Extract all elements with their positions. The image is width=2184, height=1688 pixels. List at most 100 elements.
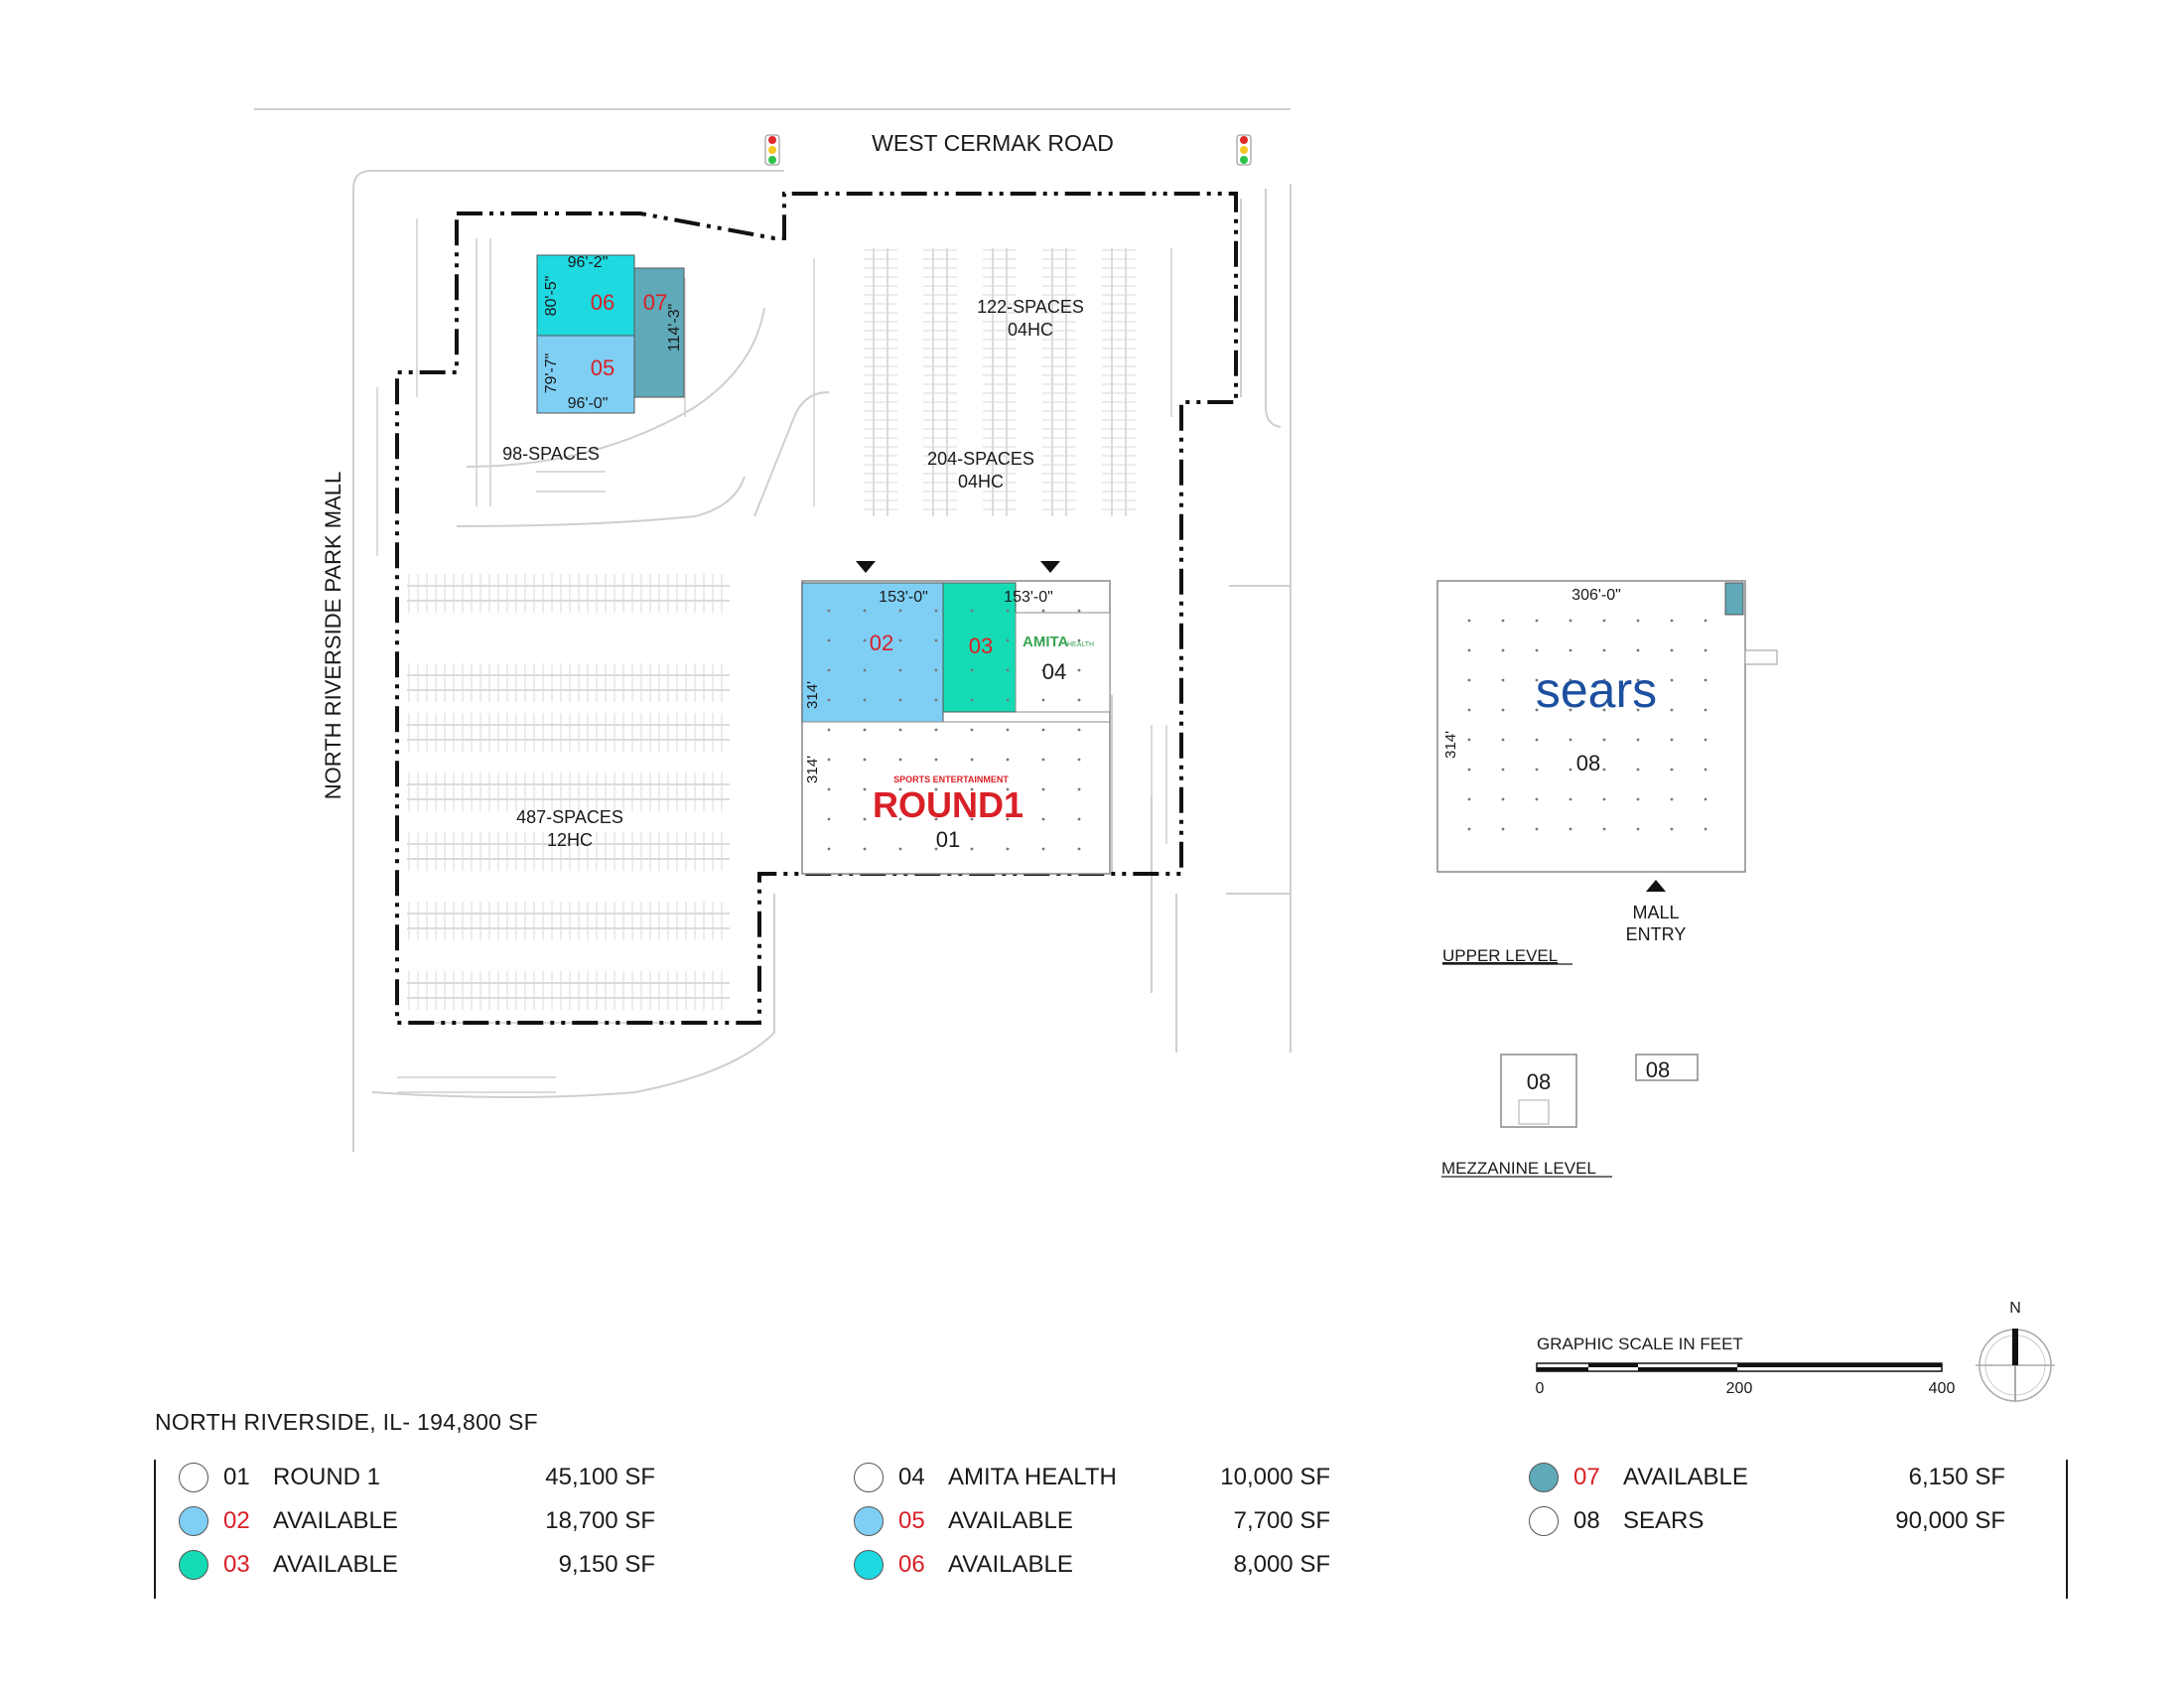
mall-label: NORTH RIVERSIDE PARK MALL	[321, 472, 345, 799]
legend-number: 06	[898, 1551, 925, 1578]
legend-number: 04	[898, 1464, 925, 1490]
dimension-label: 314'	[1442, 731, 1459, 759]
column-grid	[827, 609, 1081, 851]
legend-area: 45,100 SF	[545, 1464, 655, 1490]
scale-tick: 400	[1929, 1380, 1956, 1397]
mall-entry-label: MALL	[1632, 903, 1679, 922]
graphic-scale-bar	[1536, 1362, 1943, 1372]
sears-upper-level[interactable]	[1436, 580, 1746, 873]
legend-number: 03	[223, 1551, 250, 1578]
legend-swatch	[854, 1506, 884, 1536]
parking-label: 204-SPACES	[927, 449, 1034, 469]
unit-label: 08	[1576, 751, 1600, 775]
legend-swatch	[854, 1550, 884, 1580]
parking-label: 04HC	[1008, 320, 1053, 340]
legend-swatch	[1529, 1506, 1559, 1536]
scale-tick: 200	[1726, 1380, 1753, 1397]
dimension-label: 80'-5"	[543, 276, 560, 317]
legend-number: 01	[223, 1464, 250, 1490]
legend-name: ROUND 1	[273, 1464, 381, 1490]
legend-area: 8,000 SF	[1233, 1551, 1330, 1578]
parking-label: 122-SPACES	[977, 297, 1084, 317]
legend-name: AVAILABLE	[273, 1507, 398, 1534]
legend-swatch	[179, 1463, 208, 1492]
legend-number: 08	[1573, 1507, 1600, 1534]
unit-07[interactable]	[633, 267, 685, 398]
unit-label: 05	[591, 355, 614, 380]
parking-label: 98-SPACES	[502, 444, 600, 464]
entry-arrow-icon	[1040, 561, 1060, 573]
legend-swatch	[179, 1550, 208, 1580]
upper-level-label: UPPER LEVEL	[1442, 946, 1558, 965]
parking-stalls	[376, 218, 1172, 1093]
legend-name: SEARS	[1623, 1507, 1705, 1534]
legend-area: 7,700 SF	[1233, 1507, 1330, 1534]
dimension-label: 314'	[804, 756, 821, 783]
traffic-light-icon	[764, 134, 780, 166]
legend-area: 6,150 SF	[1908, 1464, 2005, 1490]
unit-label: 02	[870, 631, 893, 655]
round1-logo-tagline: SPORTS ENTERTAINMENT	[893, 774, 1009, 784]
unit-label: 07	[643, 290, 667, 315]
scale-title: GRAPHIC SCALE IN FEET	[1537, 1335, 1743, 1353]
unit-04[interactable]	[1015, 612, 1111, 713]
road-label: WEST CERMAK ROAD	[872, 130, 1114, 156]
legend-swatch	[1529, 1463, 1559, 1492]
dimension-label: 79'-7"	[543, 353, 560, 394]
property-boundary	[395, 192, 1238, 1025]
legend-number: 05	[898, 1507, 925, 1534]
legend-area: 90,000 SF	[1895, 1507, 2005, 1534]
amita-health-logo-sub: HEALTH	[1067, 641, 1094, 648]
parking-label: 04HC	[958, 472, 1004, 492]
legend-number: 07	[1573, 1464, 1600, 1490]
traffic-light-icon	[1236, 134, 1252, 166]
sears-annex	[1744, 649, 1778, 665]
legend-name: AVAILABLE	[948, 1551, 1073, 1578]
legend-swatch	[854, 1463, 884, 1492]
entry-arrow-icon	[856, 561, 876, 573]
dimension-label: 114'-3"	[666, 304, 683, 352]
legend-name: AVAILABLE	[273, 1551, 398, 1578]
legend-swatch	[179, 1506, 208, 1536]
mall-entry-label: ENTRY	[1626, 924, 1687, 944]
legend-area: 9,150 SF	[558, 1551, 655, 1578]
legend-name: AVAILABLE	[1623, 1464, 1748, 1490]
unit-05[interactable]	[536, 335, 635, 414]
legend-area: 10,000 SF	[1220, 1464, 1330, 1490]
dimension-label: 153'-0"	[1004, 589, 1053, 606]
legend-name: AMITA HEALTH	[948, 1464, 1117, 1490]
unit-label: 01	[936, 827, 960, 852]
dimension-label: 306'-0"	[1571, 587, 1621, 604]
scale-tick: 0	[1536, 1380, 1545, 1397]
unit-label: 08	[1646, 1057, 1670, 1082]
sears-mezzanine-b[interactable]	[1635, 1054, 1699, 1081]
north-label: N	[2009, 1300, 2021, 1317]
unit-06[interactable]	[536, 254, 635, 337]
legend-area: 18,700 SF	[545, 1507, 655, 1534]
parking-stall-ticks	[408, 249, 1136, 1010]
legend-number: 02	[223, 1507, 250, 1534]
sears-mezzanine-a[interactable]	[1500, 1054, 1577, 1128]
unit-label: 04	[1042, 659, 1066, 684]
mezzanine-level-label: MEZZANINE LEVEL	[1441, 1159, 1596, 1178]
mall-entry-arrow-icon	[1646, 880, 1666, 892]
sears-logo: sears	[1536, 662, 1657, 718]
dimension-label: 314'	[804, 681, 821, 709]
dimension-label: 96'-0"	[568, 395, 609, 412]
dimension-label: 153'-0"	[879, 589, 928, 606]
sears-corner-unit	[1724, 582, 1744, 616]
column-grid	[1467, 619, 1707, 831]
parking-label: 487-SPACES	[516, 807, 623, 827]
round1-logo: ROUND1	[873, 784, 1024, 825]
amita-health-logo: AMITA	[1023, 633, 1069, 650]
legend-name: AVAILABLE	[948, 1507, 1073, 1534]
unit-label: 03	[969, 633, 993, 658]
unit-03[interactable]	[942, 582, 1017, 713]
dimension-label: 96'-2"	[568, 254, 609, 271]
parking-label: 12HC	[547, 830, 593, 850]
road-outlines	[352, 170, 1292, 1152]
unit-label: 08	[1527, 1069, 1551, 1094]
unit-label: 06	[591, 290, 614, 315]
north-arrow-icon	[1976, 1329, 2055, 1402]
